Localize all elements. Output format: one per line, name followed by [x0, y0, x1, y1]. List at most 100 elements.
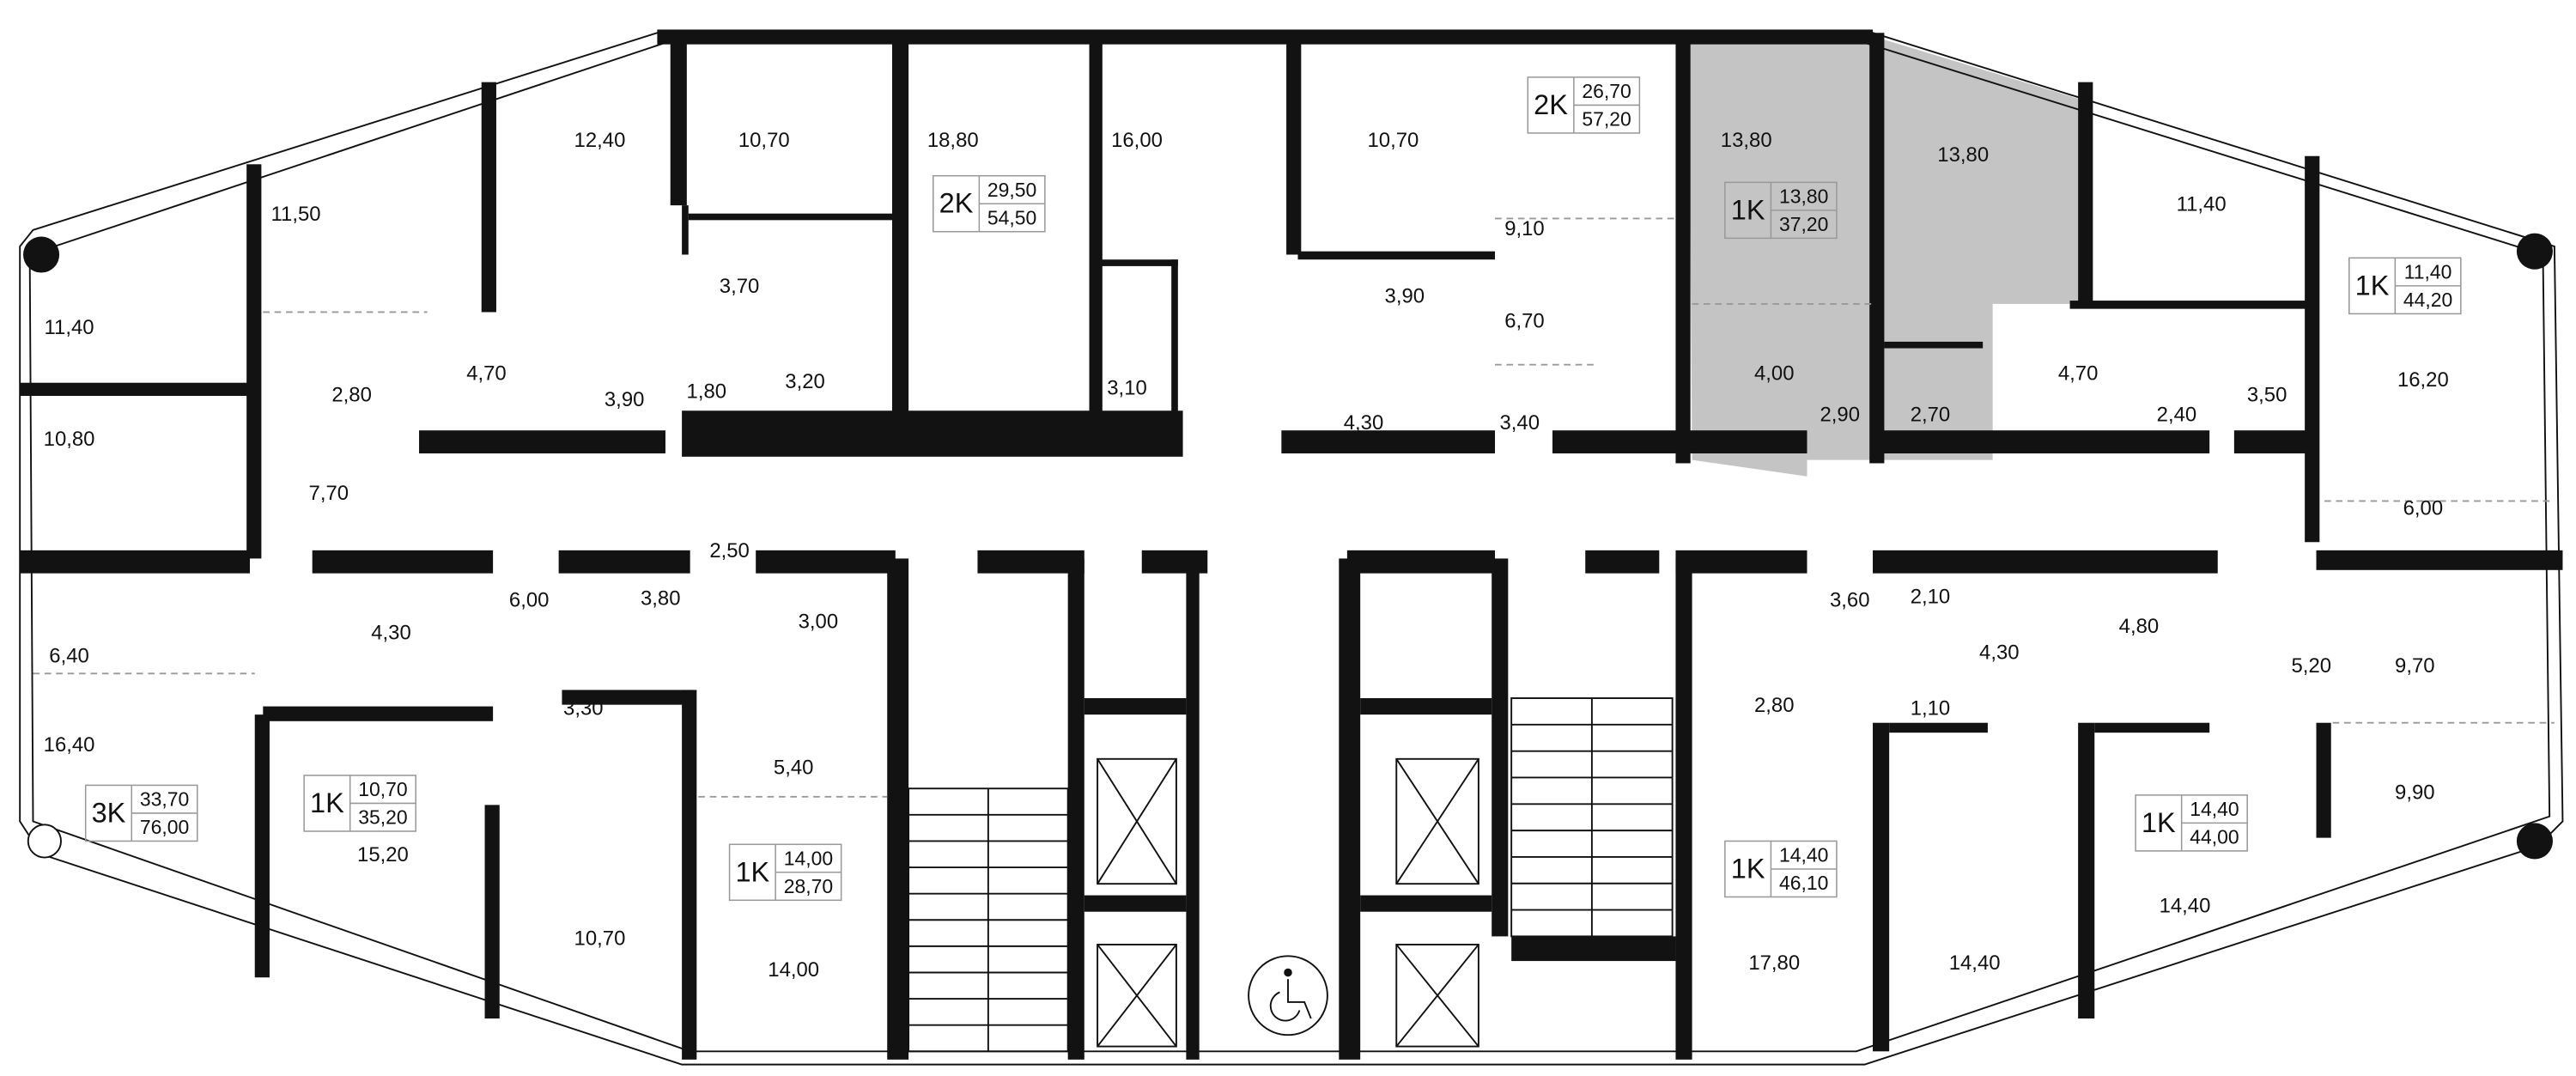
- room-area-label: 17,80: [1748, 951, 1800, 975]
- building-outline: [19, 32, 2564, 1066]
- elevator-icon: [1395, 757, 1479, 885]
- room-area-label: 9,90: [2395, 781, 2435, 804]
- room-area-label: 4,80: [2119, 615, 2160, 638]
- room-area-label: 4,30: [371, 622, 411, 645]
- column-icon: [23, 236, 60, 273]
- room-area-label: 3,40: [1499, 411, 1540, 435]
- walls: [20, 29, 2563, 1060]
- room-area-label: 9,70: [2395, 654, 2435, 678]
- apartment-type: 1K: [2355, 270, 2390, 301]
- room-area-label: 5,40: [774, 757, 814, 780]
- room-area-label: 9,10: [1504, 217, 1545, 240]
- room-area-label: 10,70: [574, 927, 626, 951]
- room-area-label: 4,30: [1979, 641, 2020, 665]
- room-area-label: 3,90: [605, 388, 645, 411]
- apartment-type: 3K: [92, 797, 126, 828]
- room-area-label: 3,70: [720, 275, 760, 298]
- apartment-type: 1K: [1731, 194, 1765, 225]
- room-area-label: 3,30: [563, 697, 604, 720]
- apartment-badge[interactable]: 1K 10,70 35,20: [303, 775, 416, 832]
- room-area-label: 3,50: [2247, 383, 2287, 406]
- room-area-label: 2,50: [709, 539, 750, 562]
- apartment-total-area: 44,20: [2403, 289, 2452, 311]
- room-area-label: 7,70: [309, 482, 349, 505]
- apartment-total-area: 57,20: [1582, 108, 1631, 131]
- room-area-label: 12,40: [574, 129, 626, 152]
- apartment-badge[interactable]: 1K 14,40 44,00: [2135, 794, 2248, 852]
- room-area-label: 4,70: [466, 362, 507, 385]
- room-area-label: 16,40: [44, 733, 95, 757]
- room-area-label: 2,80: [1754, 694, 1795, 717]
- room-area-label: 2,40: [2157, 403, 2197, 426]
- apartment-badge[interactable]: 2K 26,70 57,20: [1527, 76, 1641, 134]
- apartment-type: 2K: [1534, 89, 1568, 120]
- room-area-label: 3,00: [799, 610, 839, 633]
- room-area-label: 11,40: [2177, 192, 2227, 216]
- room-area-label: 3,20: [785, 370, 825, 393]
- apartment-total-area: 35,20: [358, 806, 407, 829]
- apartment-total-area: 28,70: [784, 875, 833, 897]
- room-area-label: 6,00: [509, 588, 550, 611]
- room-area-label: 3,90: [1385, 285, 1425, 308]
- apartment-total-area: 44,00: [2190, 826, 2239, 848]
- apartment-living-area: 26,70: [1582, 80, 1631, 102]
- apartment-living-area: 29,50: [987, 179, 1036, 201]
- apartment-type: 1K: [310, 787, 344, 818]
- stairs-icon: [1510, 697, 1674, 938]
- room-area-label: 3,60: [1830, 588, 1870, 611]
- apartment-total-area: 46,10: [1779, 872, 1828, 894]
- room-area-label: 2,10: [1911, 586, 1951, 609]
- room-area-label: 2,70: [1911, 403, 1951, 426]
- elevator-icon: [1097, 757, 1177, 885]
- room-area-label: 3,10: [1107, 377, 1147, 400]
- room-area-label: 11,40: [45, 316, 94, 339]
- room-area-label: 6,40: [49, 645, 89, 668]
- room-area-label: 3,80: [641, 587, 681, 611]
- apartment-type: 1K: [2142, 807, 2176, 838]
- room-area-label: 10,70: [738, 129, 790, 152]
- apartment-living-area: 14,40: [2190, 798, 2239, 820]
- stairs-icon: [908, 787, 1069, 1053]
- apartment-badge[interactable]: 1K 14,40 46,10: [1724, 840, 1838, 898]
- room-area-label: 11,50: [271, 203, 321, 226]
- elevator-icon: [1097, 944, 1177, 1048]
- room-area-label: 16,20: [2397, 368, 2449, 392]
- apartment-total-area: 54,50: [987, 206, 1036, 228]
- apartment-badge[interactable]: 1K 14,00 28,70: [728, 843, 842, 902]
- room-area-label: 16,00: [1111, 129, 1163, 152]
- apartment-type: 1K: [735, 856, 769, 887]
- zone-dividers: [33, 217, 2555, 798]
- room-area-label: 1,10: [1911, 697, 1951, 720]
- wheelchair-icon: [1248, 955, 1328, 1036]
- room-area-label: 5,20: [2292, 654, 2332, 678]
- room-area-label: 15,20: [357, 843, 409, 866]
- room-area-label: 18,80: [927, 129, 979, 152]
- room-area-label: 4,00: [1754, 362, 1795, 385]
- apartment-living-area: 10,70: [358, 778, 407, 800]
- room-area-labels: 11,4010,806,4016,4011,5012,402,804,703,9…: [44, 129, 2449, 982]
- apartment-living-area: 33,70: [140, 788, 189, 811]
- column-icon: [2516, 233, 2553, 270]
- room-area-label: 13,80: [1937, 143, 1989, 167]
- elevator-icon: [1395, 944, 1479, 1048]
- room-area-label: 10,70: [1368, 129, 1419, 152]
- apartment-badge[interactable]: 1K 11,40 44,20: [2348, 257, 2462, 315]
- room-area-label: 14,00: [768, 958, 819, 982]
- apartment-total-area: 37,20: [1779, 213, 1828, 235]
- room-area-label: 4,70: [2058, 362, 2099, 385]
- column-icon: [27, 824, 62, 859]
- room-area-label: 6,70: [1504, 309, 1545, 332]
- room-area-label: 13,80: [1721, 129, 1772, 152]
- apartment-living-area: 14,00: [784, 848, 833, 870]
- apartment-living-area: 11,40: [2404, 261, 2452, 283]
- apartment-type: 1K: [1731, 853, 1765, 884]
- room-area-label: 1,80: [687, 380, 727, 404]
- room-area-label: 14,40: [1949, 951, 2001, 975]
- apartment-living-area: 14,40: [1779, 844, 1828, 866]
- room-area-label: 2,90: [1820, 403, 1860, 426]
